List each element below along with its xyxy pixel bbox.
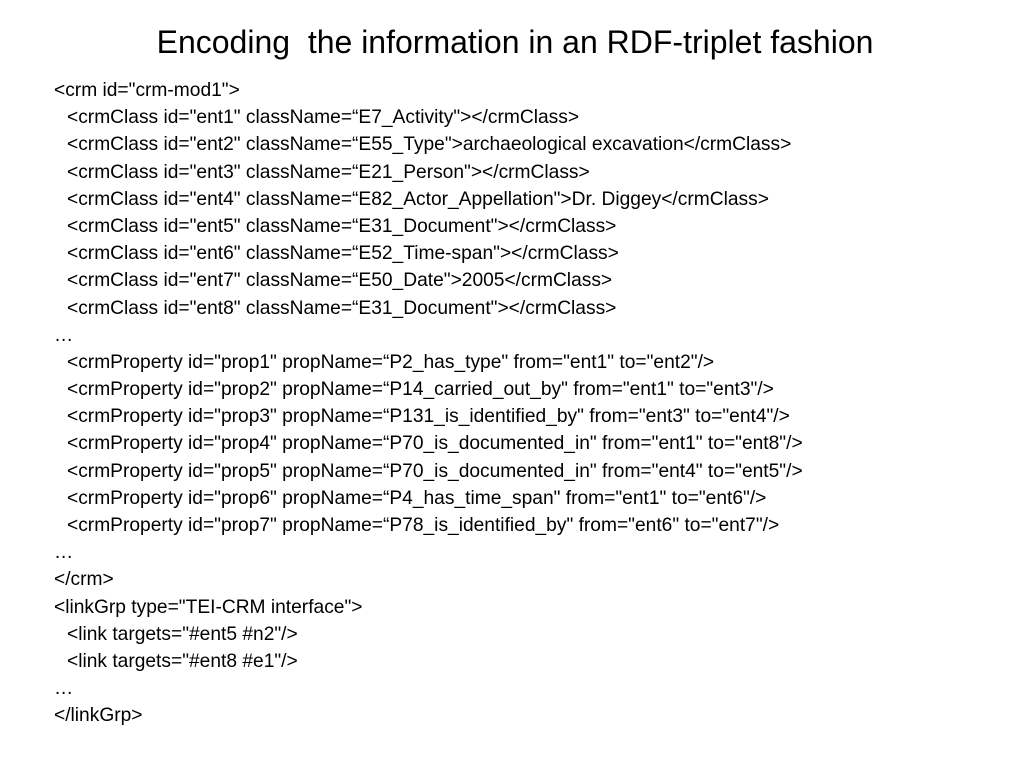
code-line: <crmClass id="ent3" className=“E21_Perso…: [67, 161, 590, 183]
code-line: <crmClass id="ent2" className=“E55_Type"…: [67, 134, 792, 156]
code-line: <link targets="#ent5 #n2"/>: [67, 623, 298, 645]
code-line: <crmProperty id="prop7" propName=“P78_is…: [67, 515, 780, 536]
code-line: …: [54, 324, 74, 346]
code-line: <crmProperty id="prop4" propName=“P70_is…: [67, 433, 803, 455]
code-line: <crmProperty id="prop1" propName=“P2_has…: [67, 351, 715, 373]
code-line: …: [54, 542, 74, 564]
code-line: </linkGrp>: [54, 705, 143, 727]
code-line: <crm id="crm-mod1">: [54, 80, 240, 101]
code-line: <crmClass id="ent8" className=“E31_Docum…: [67, 297, 617, 319]
code-line: </crm>: [54, 569, 114, 591]
code-line: <crmProperty id="prop6" propName=“P4_has…: [67, 487, 767, 509]
code-line: <linkGrp type="TEI-CRM interface">: [54, 596, 363, 618]
code-line: <crmClass id="ent7" className=“E50_Date"…: [67, 270, 613, 292]
code-line: <crmClass id="ent4" className=“E82_Actor…: [67, 188, 769, 210]
code-line: <crmProperty id="prop5" propName=“P70_is…: [67, 460, 803, 482]
code-line: <crmProperty id="prop3" propName=“P131_i…: [67, 406, 790, 428]
code-line: <crmClass id="ent5" className=“E31_Docum…: [67, 215, 617, 237]
slide-title: Encoding the information in an RDF-tripl…: [156, 24, 874, 60]
code-line: …: [54, 678, 74, 700]
code-line: <crmClass id="ent1" className=“E7_Activi…: [67, 107, 580, 129]
code-line: <crmProperty id="prop2" propName=“P14_ca…: [67, 379, 774, 401]
code-line: <link targets="#ent8 #e1"/>: [67, 650, 298, 672]
code-line: <crmClass id="ent6" className=“E52_Time-…: [67, 243, 619, 265]
code-listing: <crm id="crm-mod1"> <crmClass id="ent1" c…: [54, 77, 803, 730]
